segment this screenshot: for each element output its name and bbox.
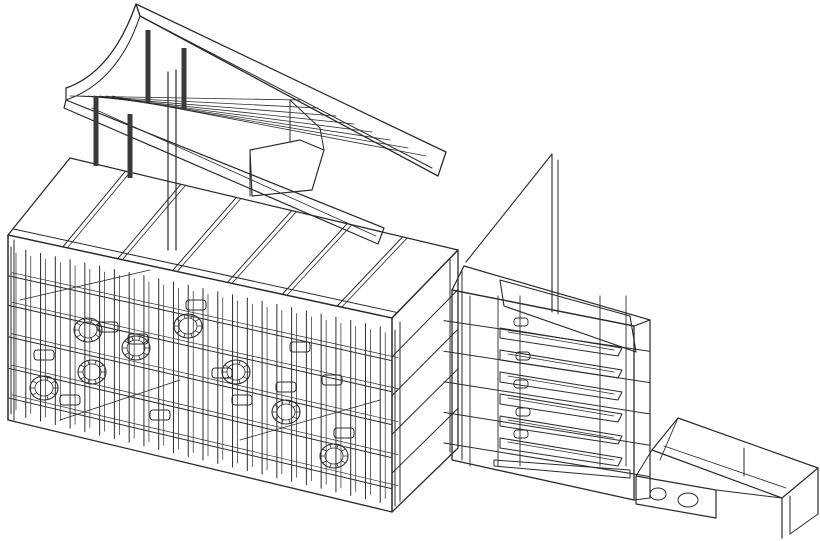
main-framed-block-icon xyxy=(7,69,459,513)
side-framed-block-icon xyxy=(443,153,651,501)
upper-boom-assembly-icon xyxy=(63,3,447,245)
lower-chute-assembly-icon xyxy=(635,417,819,539)
